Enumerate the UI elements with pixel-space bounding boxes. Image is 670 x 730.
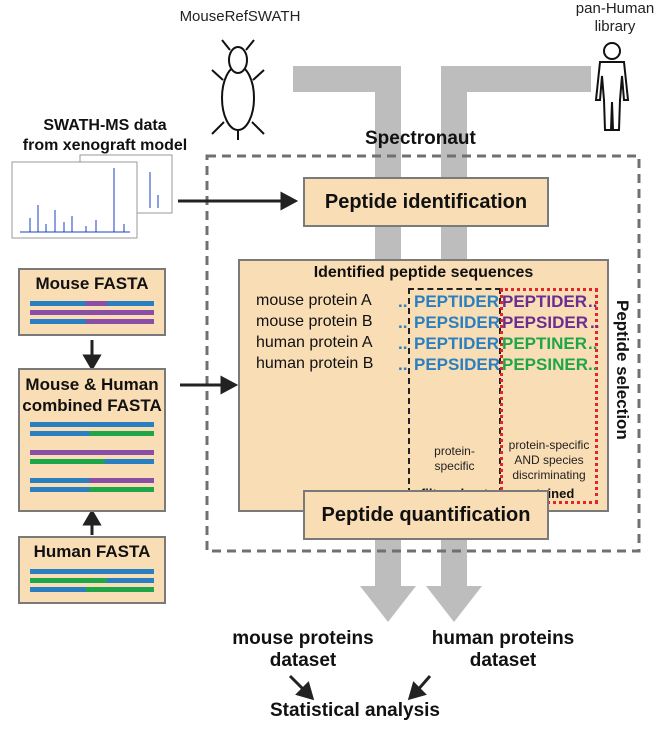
human-fasta-box: Human FASTA — [18, 536, 166, 604]
combined-seq-bar — [30, 450, 154, 455]
shared-peptide: PEPSIDER — [414, 313, 500, 332]
specific-peptide: PEPTIDER — [502, 292, 588, 311]
specific-peptide: PEPTINER — [502, 334, 588, 353]
combined-seq-bar — [30, 422, 154, 427]
specific-peptide: PEPSIDER — [502, 313, 588, 332]
retained-desc-line1: protein-specific — [508, 438, 590, 452]
peptide-selection-label: Peptide selection — [613, 300, 632, 440]
peptide-quantification-label: Peptide quantification — [321, 504, 531, 526]
combined-fasta-label: Mouse & Human combined FASTA — [20, 374, 164, 416]
human-library-label: pan-Human library — [570, 0, 660, 36]
swath-title-line1: SWATH-MS data — [43, 117, 167, 134]
trailing-dots: .. — [590, 313, 600, 332]
trailing-dots: .. — [588, 355, 598, 374]
human-dataset-label: human proteins dataset — [418, 628, 588, 672]
spectronaut-label: Spectronaut — [365, 128, 476, 149]
mouse-library-label: MouseRefSWATH — [179, 8, 301, 25]
trailing-dots: .. — [588, 292, 598, 311]
peptide-quantification-box: Peptide quantification — [303, 490, 549, 540]
retained-description: protein-specific AND species discriminat… — [502, 438, 596, 483]
human-seq-bar — [30, 569, 154, 574]
protein-name: human protein B — [256, 355, 374, 372]
mouse-dataset-line1: mouse proteins — [232, 628, 374, 649]
protein-name: mouse protein B — [256, 313, 373, 330]
mouse-dataset-label: mouse proteins dataset — [218, 628, 388, 672]
human-library-line2: library — [594, 18, 636, 35]
mouse-seq-bar — [30, 301, 154, 306]
swath-title: SWATH-MS data from xenograft model — [0, 116, 210, 156]
leading-dots: .. — [398, 313, 408, 332]
protein-name: mouse protein A — [256, 292, 372, 309]
mouse-dataset-line2: dataset — [269, 650, 337, 671]
combined-fasta-box: Mouse & Human combined FASTA — [18, 368, 166, 512]
filtered-description: protein- specific — [410, 444, 499, 474]
retained-desc-line3: discriminating — [512, 468, 586, 482]
shared-peptide: PEPTIDER — [414, 334, 500, 353]
retained-frame — [500, 288, 598, 504]
mouse-seq-bar — [30, 310, 154, 315]
protein-name: human protein A — [256, 334, 373, 351]
mouse-seq-bar — [30, 319, 154, 324]
shared-peptide: PEPTIDER — [414, 292, 500, 311]
leading-dots: .. — [398, 355, 408, 374]
peptide-row: mouse protein B .. PEPSIDER PEPSIDER .. — [256, 313, 616, 334]
leading-dots: .. — [398, 292, 408, 311]
filtered-desc-line2: specific — [434, 459, 475, 473]
human-dataset-line2: dataset — [469, 650, 537, 671]
statistical-analysis-label: Statistical analysis — [269, 700, 441, 721]
peptide-row: mouse protein A .. PEPTIDER PEPTIDER .. — [256, 292, 616, 313]
peptide-row: human protein B .. PEPSIDER PEPSINER .. — [256, 355, 616, 376]
shared-peptide: PEPSIDER — [414, 355, 500, 374]
human-seq-bar — [30, 578, 154, 583]
specific-peptide: PEPSINER — [502, 355, 588, 374]
combined-seq-bar — [30, 459, 154, 464]
filtered-desc-line1: protein- — [434, 444, 475, 458]
human-dataset-line1: human proteins — [431, 628, 575, 649]
combined-seq-bar — [30, 487, 154, 492]
swath-title-line2: from xenograft model — [22, 137, 188, 154]
peptide-identification-label: Peptide identification — [324, 191, 528, 213]
combined-fasta-line1: Mouse & Human — [25, 375, 159, 394]
identified-peptides-title: Identified peptide sequences — [313, 264, 534, 281]
human-fasta-label: Human FASTA — [33, 542, 151, 561]
identified-peptides-box: Identified peptide sequences — [238, 259, 609, 512]
human-library-line1: pan-Human — [575, 0, 655, 17]
combined-seq-bar — [30, 431, 154, 436]
peptide-identification-box: Peptide identification — [303, 177, 549, 227]
retained-desc-line2: AND species — [514, 453, 584, 467]
peptide-row: human protein A .. PEPTIDER PEPTINER .. — [256, 334, 616, 355]
mouse-fasta-label: Mouse FASTA — [35, 274, 149, 293]
spectronaut-frame — [205, 154, 641, 553]
trailing-dots: .. — [588, 334, 598, 353]
combined-fasta-line2: combined FASTA — [22, 396, 162, 415]
human-seq-bar — [30, 587, 154, 592]
combined-seq-bar — [30, 478, 154, 483]
mouse-fasta-box: Mouse FASTA — [18, 268, 166, 336]
leading-dots: .. — [398, 334, 408, 353]
peptide-rows: mouse protein A .. PEPTIDER PEPTIDER .. … — [256, 292, 616, 376]
